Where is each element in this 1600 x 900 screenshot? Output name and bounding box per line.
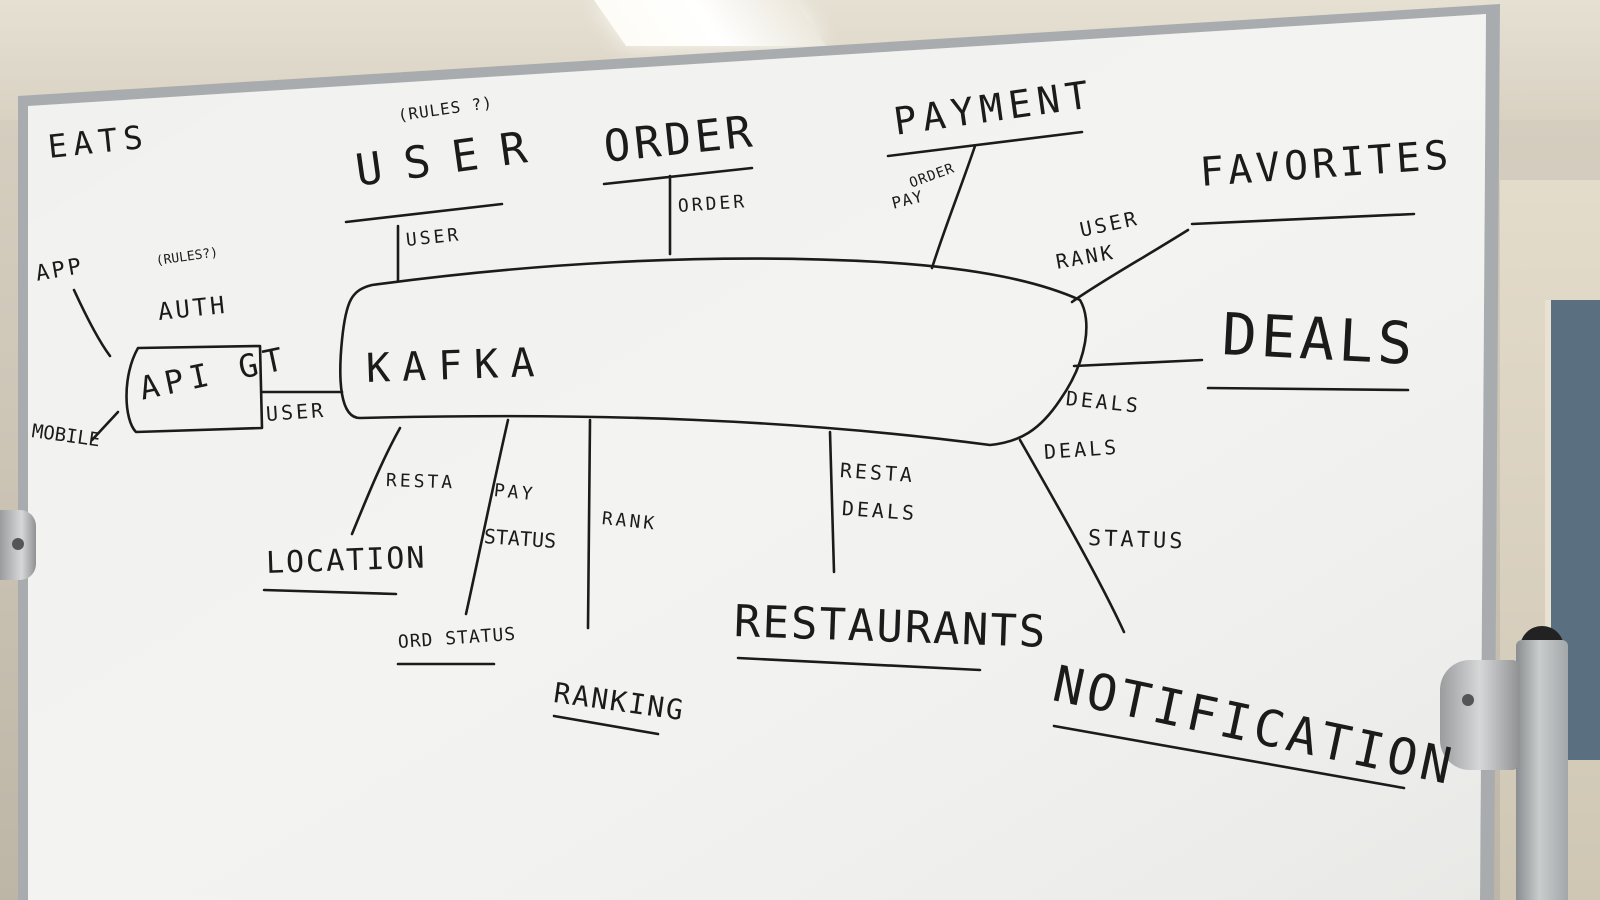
- restaurants-link: [828, 430, 836, 574]
- mobile-link: [90, 410, 120, 442]
- deals-link: [1072, 358, 1204, 368]
- payment-stem: [930, 144, 977, 270]
- ranking-underline: [552, 714, 660, 736]
- location-underline: [262, 588, 398, 596]
- restaurants-underline: [736, 656, 982, 672]
- favorites-underline: [1190, 212, 1416, 226]
- payment-underline: [886, 130, 1084, 158]
- location-topic-label: RESTA: [385, 470, 456, 494]
- board-clamp-right: [1440, 660, 1520, 770]
- order-underline: [602, 166, 754, 186]
- location-service-label: LOCATION: [265, 540, 428, 581]
- notification-link: [1018, 438, 1126, 634]
- notification-underline: [1052, 724, 1406, 790]
- location-link: [350, 426, 402, 536]
- notification-topic-status: STATUS: [1087, 526, 1186, 555]
- ord-status-topic-status: STATUS: [483, 524, 557, 554]
- app-link: [72, 288, 112, 358]
- ranking-link: [586, 418, 592, 630]
- ord-status-link: [464, 418, 510, 616]
- restaurants-topic-resta: RESTA: [839, 458, 916, 488]
- favorites-link: [1070, 228, 1190, 304]
- kafka-label: KAFKA: [365, 339, 548, 392]
- gateway-link-label: USER: [265, 397, 327, 426]
- board-clamp-left: [0, 510, 36, 580]
- deals-underline: [1206, 386, 1410, 392]
- user-underline: [344, 202, 504, 224]
- deals-service-label: DEALS: [1220, 300, 1419, 379]
- restaurants-topic-deals: DEALS: [841, 496, 918, 526]
- ord-status-topic-pay: PAY: [492, 480, 537, 506]
- kafka-blob: [339, 257, 1088, 447]
- stand-leg: [1516, 640, 1568, 900]
- api-gt-box: [125, 344, 264, 434]
- restaurants-service-label: RESTAURANTS: [733, 596, 1049, 658]
